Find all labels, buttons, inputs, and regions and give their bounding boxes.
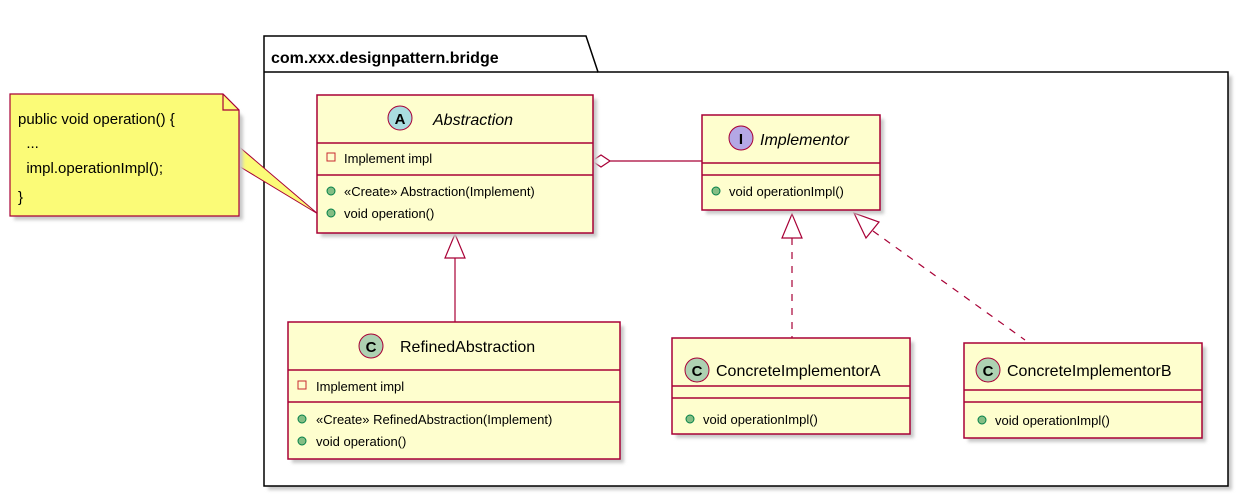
public-method-icon (326, 208, 336, 218)
public-method-icon (297, 414, 307, 424)
class-icon (358, 333, 384, 359)
abstraction-method-1: void operation() (344, 206, 434, 221)
refined-abstraction-name: RefinedAbstraction (400, 339, 535, 356)
realization-arrowhead-b (852, 211, 880, 240)
note-line-1: public void operation() { (18, 111, 175, 128)
public-method-icon (685, 414, 695, 424)
class-icon (684, 357, 710, 383)
concrete-b-method-0: void operationImpl() (995, 413, 1110, 428)
interface-stereotype-letter: I (739, 131, 743, 148)
interface-implementor[interactable]: I Implementor void operationImpl() (701, 114, 884, 214)
note: public void operation() { ... impl.opera… (9, 93, 243, 220)
note-line-4: } (18, 189, 23, 206)
public-method-icon (711, 186, 721, 196)
note-line-2: ... (18, 135, 39, 152)
class-stereotype-letter: C (983, 363, 994, 380)
generalization-arrowhead (444, 232, 466, 259)
abstract-class-icon (387, 105, 413, 131)
abstract-stereotype-letter: A (395, 111, 406, 128)
class-stereotype-letter: C (366, 339, 377, 356)
refined-field-0: Implement impl (316, 379, 404, 394)
refined-method-0: «Create» RefinedAbstraction(Implement) (316, 412, 552, 427)
class-stereotype-letter: C (692, 363, 703, 380)
abstraction-field-0: Implement impl (344, 151, 432, 166)
implementor-method-0: void operationImpl() (729, 184, 844, 199)
abstraction-method-0: «Create» Abstraction(Implement) (344, 184, 535, 199)
concrete-implementor-b-name: ConcreteImplementorB (1007, 363, 1172, 380)
class-concrete-implementor-b[interactable]: C ConcreteImplementorB void operationImp… (963, 342, 1206, 442)
private-field-icon (326, 152, 336, 162)
class-abstraction[interactable]: A Abstraction Implement impl «Create» Ab… (316, 94, 597, 237)
refined-method-1: void operation() (316, 434, 406, 449)
realization-arrowhead-a (781, 212, 803, 239)
class-icon (975, 357, 1001, 383)
note-line-3: impl.operationImpl(); (18, 160, 163, 177)
relationships (236, 143, 1026, 341)
realization-line-b (872, 230, 1026, 341)
package-name: com.xxx.designpattern.bridge (271, 50, 499, 67)
private-field-icon (297, 380, 307, 390)
class-concrete-implementor-a[interactable]: C ConcreteImplementorA void operationImp… (671, 337, 914, 438)
concrete-implementor-a-name: ConcreteImplementorA (716, 363, 881, 380)
concrete-a-method-0: void operationImpl() (703, 412, 818, 427)
public-method-icon (977, 415, 987, 425)
public-method-icon (297, 436, 307, 446)
class-refined-abstraction[interactable]: C RefinedAbstraction Implement impl «Cre… (287, 321, 624, 463)
abstraction-name: Abstraction (432, 112, 513, 129)
interface-icon (728, 125, 754, 151)
public-method-icon (326, 186, 336, 196)
implementor-name: Implementor (760, 132, 850, 149)
